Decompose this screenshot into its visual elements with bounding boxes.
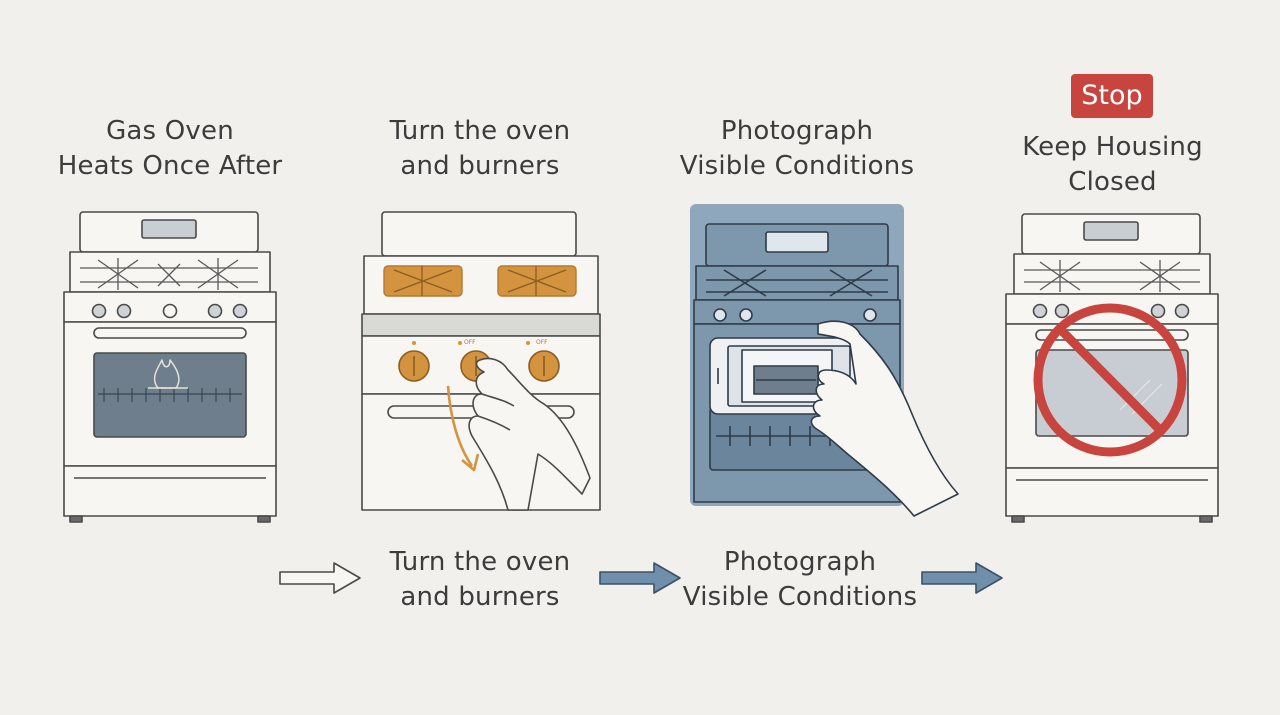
arrow-right-icon [921, 562, 1003, 594]
arrow-right-icon [599, 562, 681, 594]
bottom-caption-1-line2: and burners [400, 582, 560, 612]
arrow-2 [598, 560, 684, 596]
step-3-title-line1: Photograph [720, 116, 874, 146]
step-2-title-line1: Turn the oven [389, 116, 571, 146]
step-2-title-line2: and burners [400, 151, 560, 181]
arrow-right-icon [279, 562, 361, 594]
step-3-title: Photograph Visible Conditions [662, 114, 932, 184]
bottom-caption-2-line1: Photograph [723, 547, 877, 577]
bottom-caption-2-line2: Visible Conditions [682, 582, 918, 612]
hand-icon [810, 320, 959, 517]
bottom-caption-1: Turn the oven and burners [360, 545, 600, 615]
oven-photo-icon [690, 204, 959, 517]
step-2-title: Turn the oven and burners [350, 114, 610, 184]
bottom-caption-1-line1: Turn the oven [389, 547, 571, 577]
step-3-title-line2: Visible Conditions [679, 151, 915, 181]
stop-badge: Stop [1071, 74, 1153, 118]
step-4-illustration [1000, 210, 1224, 524]
arrow-3 [920, 560, 1006, 596]
gas-oven-icon [63, 211, 277, 523]
step-4-title: Keep Housing Closed [990, 130, 1235, 200]
fire-icon [148, 359, 188, 389]
step-2-illustration: OFF OFF [358, 210, 602, 520]
arrow-1 [278, 560, 364, 596]
turn-arrow-icon [446, 385, 480, 472]
step-4-title-line1: Keep Housing [1022, 132, 1203, 162]
knob-label-left: OFF [464, 339, 476, 346]
step-1-title-line2: Heats Once After [57, 151, 283, 181]
step-1-title: Gas Oven Heats Once After [40, 114, 300, 184]
step-1-title-line1: Gas Oven [106, 116, 234, 146]
stove-knobs-icon: OFF OFF [361, 211, 601, 511]
prohibition-icon [1033, 303, 1187, 457]
oven-closed-icon [1005, 213, 1219, 523]
hand-icon [468, 357, 591, 511]
step-1-illustration [58, 208, 282, 526]
step-3-illustration [690, 204, 960, 520]
bottom-caption-2: Photograph Visible Conditions [672, 545, 928, 615]
knob-label-right: OFF [536, 339, 548, 346]
step-4-title-line2: Closed [1068, 167, 1157, 197]
